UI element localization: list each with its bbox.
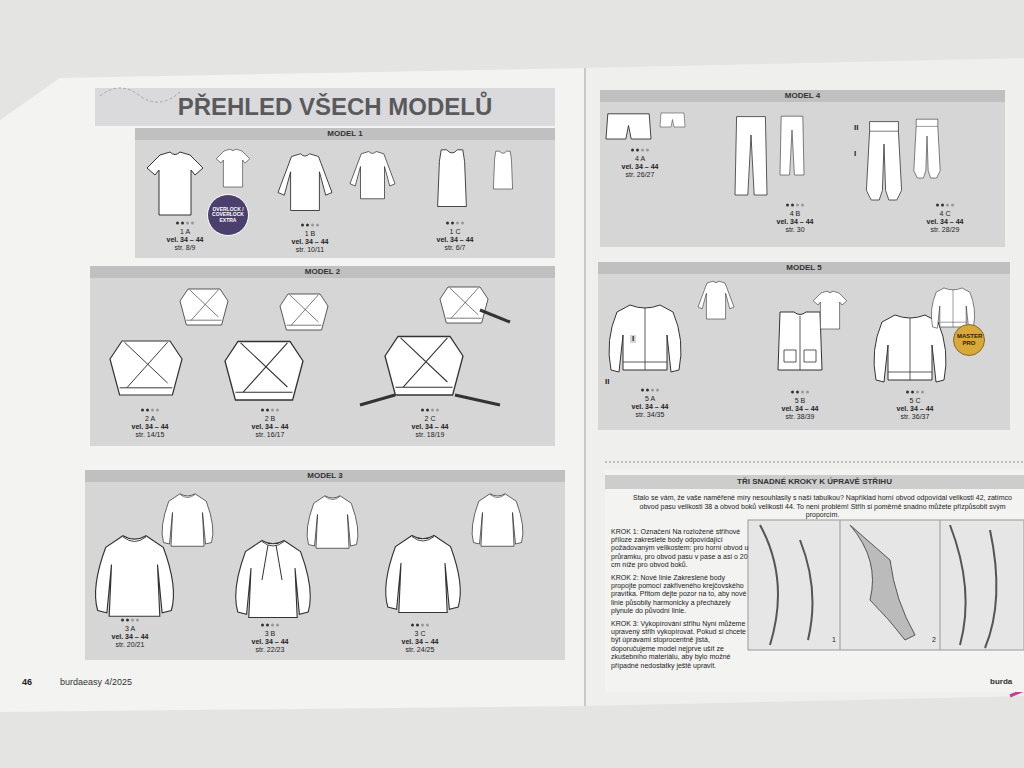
page-ref: str. 16/17 [230,431,310,439]
model-code: 3 A [90,625,170,633]
model-code: 2 B [230,415,310,423]
model-code: 5 C [875,397,955,405]
size-range: vel. 34 – 44 [230,423,310,431]
size-range: vel. 34 – 44 [905,218,985,226]
model-code: 2 A [110,415,190,423]
size-range: vel. 34 – 44 [380,638,460,646]
page-ref: str. 36/37 [875,413,955,421]
size-range: vel. 34 – 44 [390,423,470,431]
page-ref: str. 22/23 [230,646,310,654]
model-code: 4 B [755,210,835,218]
figure-number: 1 [830,636,838,644]
page-title: PŘEHLED VŠECH MODELŮ [140,92,530,122]
panel-text: KROK 2: Nové linie Zakreslené body propo… [611,574,749,616]
page-number: 46 [22,678,32,686]
page-ref: str. 14/15 [110,431,190,439]
page-ref: str. 20/21 [90,641,170,649]
size-range: vel. 34 – 44 [270,238,350,246]
panel-text: KROK 1: Označení Na rozložené střihové p… [611,528,749,570]
model-code: 3 C [380,630,460,638]
magazine-issue: burdaeasy 4/2025 [60,678,132,686]
callout-number: I [852,150,858,158]
model-panel: MODEL 2 [90,266,555,446]
size-range: vel. 34 – 44 [415,236,495,244]
model-code: 1 B [270,230,350,238]
page-ref: str. 30 [755,226,835,234]
panel-heading: MODEL 3 [85,470,565,482]
page-ref: str. 18/19 [390,431,470,439]
size-range: vel. 34 – 44 [760,405,840,413]
figure-number: 2 [930,636,938,644]
page-ref: str. 38/39 [760,413,840,421]
model-code: 2 C [390,415,470,423]
size-range: vel. 34 – 44 [110,423,190,431]
badge-text: OVERLOCK / COVERLOCK [211,207,245,218]
model-code: 4 C [905,210,985,218]
model-code: 3 B [230,630,310,638]
page-ref: str. 26/27 [600,171,680,179]
panel-text: KROK 3: Vykopírování střihu Nyní můžeme … [611,620,749,670]
model-code: 4 A [600,155,680,163]
badge-text: EXTRA [211,218,245,224]
panel-heading: MODEL 2 [90,266,555,278]
callout-number: II [603,378,611,386]
page-ref: str. 28/29 [905,226,985,234]
callout-number: I [630,335,636,343]
master-badge: MASTER PRO [953,324,985,356]
size-range: vel. 34 – 44 [90,633,170,641]
model-code: 5 B [760,397,840,405]
badge-text: MASTER PRO [957,333,981,346]
model-code: 5 A [610,395,690,403]
panel-heading: TŘI SNADNÉ KROKY K ÚPRAVĚ STŘIHU [605,475,1024,489]
page-ref: str. 8/9 [145,244,225,252]
model-code: 1 C [415,228,495,236]
callout-number: II [852,124,860,132]
panel-text: Stalo se vám, že vaše naměřené míry neso… [625,494,1020,520]
model-code: 1 A [145,228,225,236]
overlock-badge: OVERLOCK / COVERLOCKEXTRA [207,194,249,236]
brand-logo: burda [990,678,1012,686]
tips-panel: TŘI SNADNÉ KROKY K ÚPRAVĚ STŘIHU Stalo se… [605,470,1024,692]
panel-heading: MODEL 4 [600,90,1005,102]
size-range: vel. 34 – 44 [230,638,310,646]
page-ref: str. 24/25 [380,646,460,654]
panel-heading: MODEL 1 [135,128,555,140]
panel-heading: MODEL 5 [598,262,1010,274]
page-ref: str. 34/35 [610,411,690,419]
size-range: vel. 34 – 44 [600,163,680,171]
page-ref: str. 10/11 [270,246,350,254]
size-range: vel. 34 – 44 [755,218,835,226]
size-range: vel. 34 – 44 [875,405,955,413]
size-range: vel. 34 – 44 [145,236,225,244]
model-panel: MODEL 3 [85,470,565,660]
size-range: vel. 34 – 44 [610,403,690,411]
page-ref: str. 6/7 [415,244,495,252]
